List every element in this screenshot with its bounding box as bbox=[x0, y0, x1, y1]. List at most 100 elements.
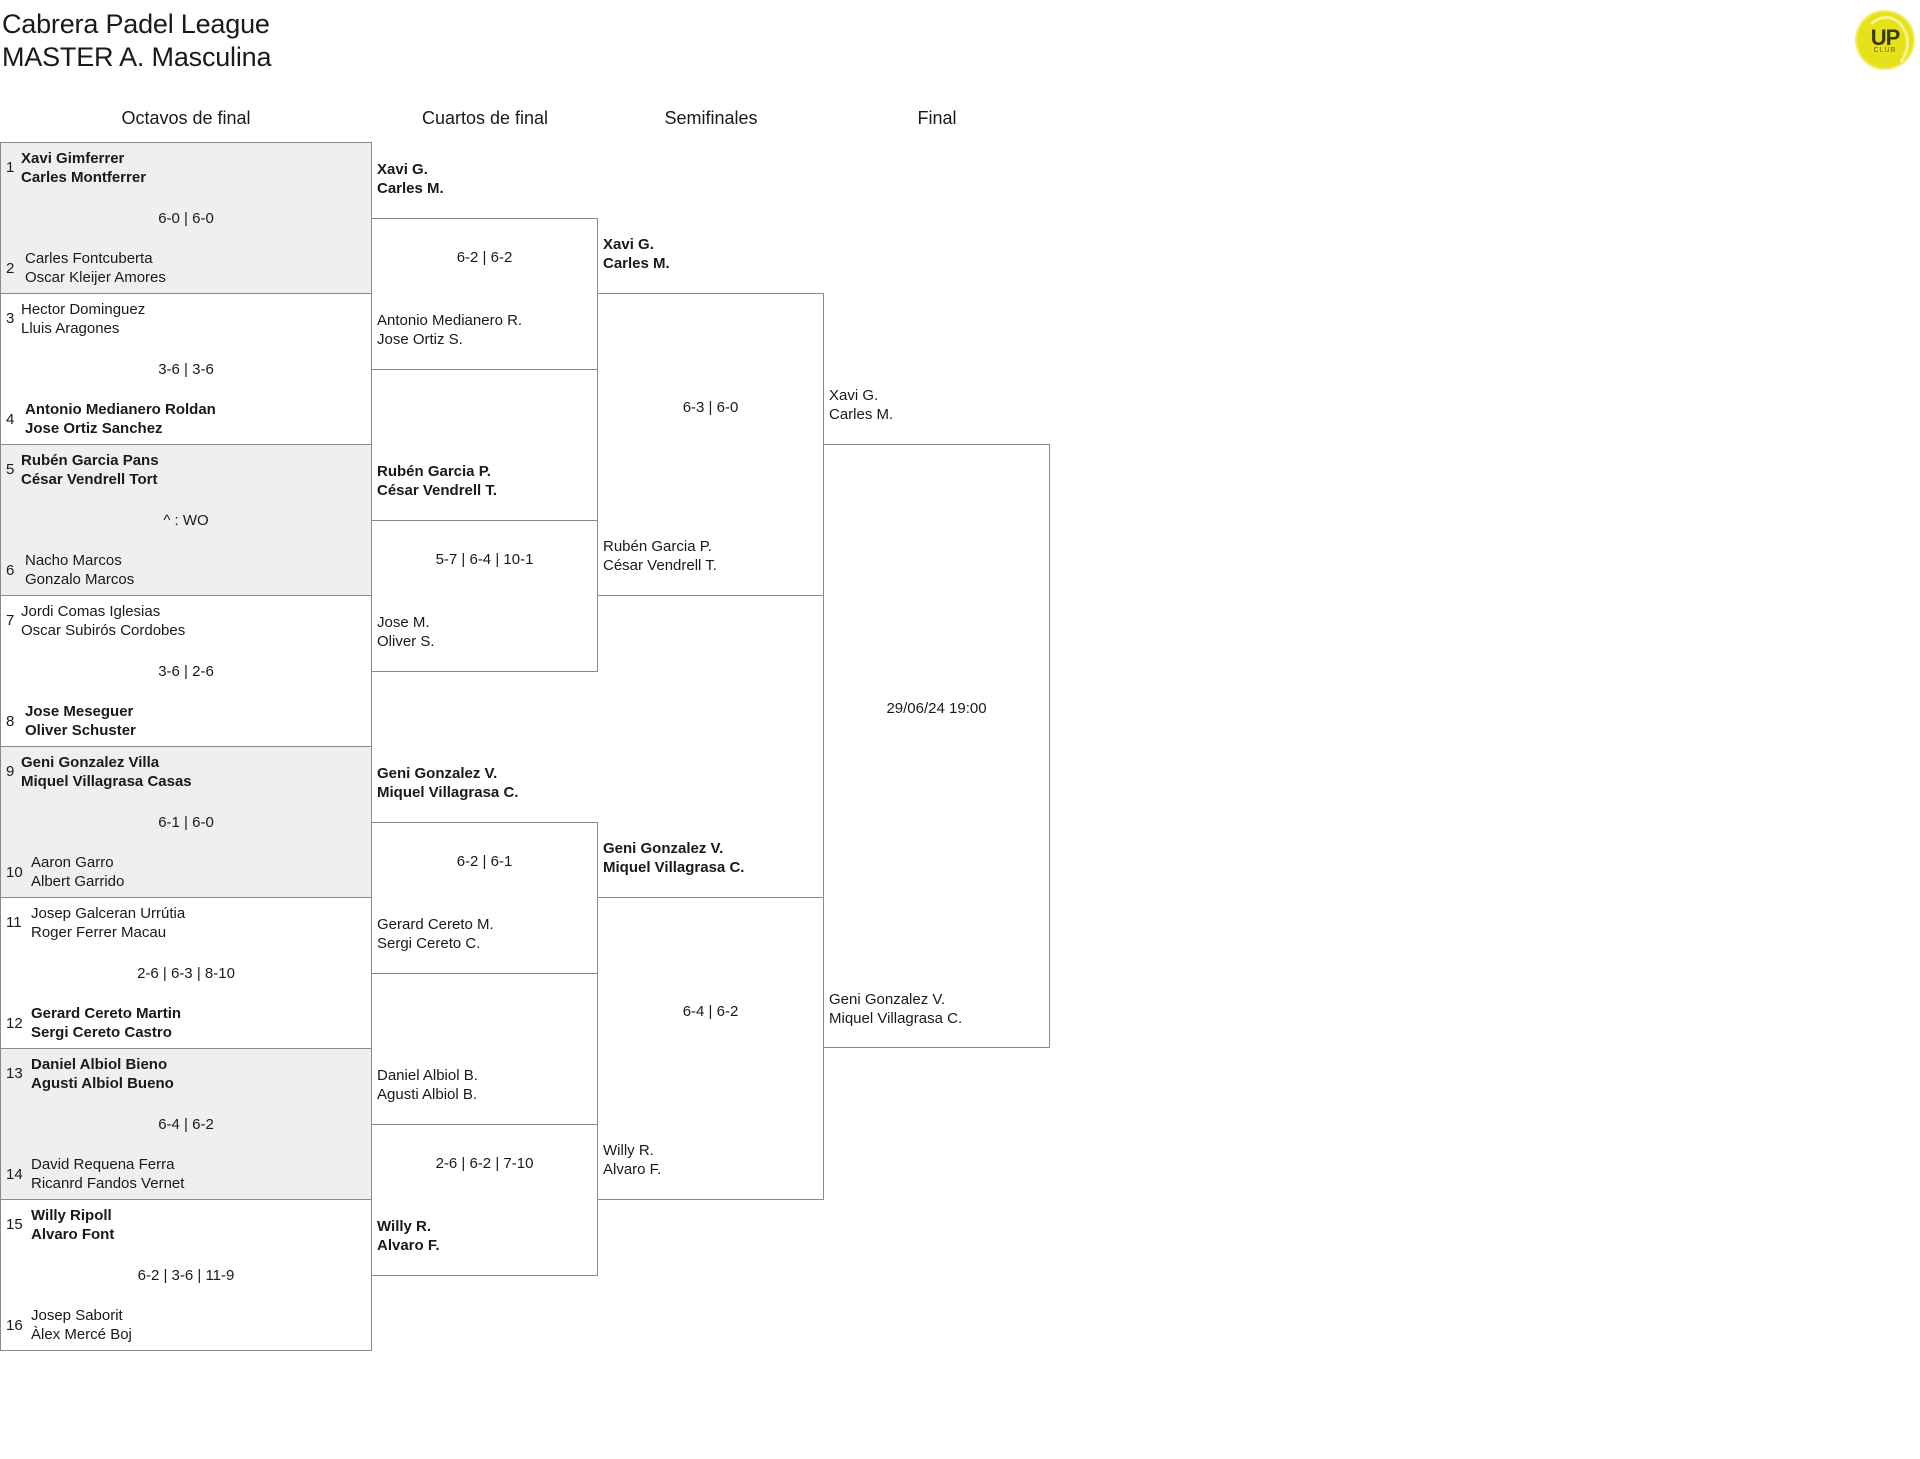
player-name: Willy R. bbox=[603, 1142, 654, 1159]
seed-number: 8 bbox=[6, 713, 15, 730]
player-name: Miquel Villagrasa C. bbox=[377, 784, 519, 801]
player-name: Miquel Villagrasa C. bbox=[603, 859, 745, 876]
player-name: Gerard Cereto Martin bbox=[31, 1005, 182, 1022]
player-name: Xavi G. bbox=[603, 236, 654, 253]
sf-team-a: Xavi G.Carles M. bbox=[603, 235, 670, 273]
round-header-sf: Semifinales bbox=[664, 108, 758, 128]
player-name: Alvaro F. bbox=[377, 1237, 440, 1254]
round-header-r16: Octavos de final bbox=[121, 108, 251, 128]
seed-number: 4 bbox=[6, 411, 15, 428]
qf-team-a: Rubén Garcia P.César Vendrell T. bbox=[377, 462, 497, 500]
match-score: 6-1 | 6-0 bbox=[158, 814, 214, 831]
match-score: 6-4 | 6-2 bbox=[682, 1003, 739, 1020]
player-name: Jordi Comas Iglesias bbox=[21, 603, 161, 620]
final-team-b: Geni Gonzalez V. Miquel Villagrasa C. bbox=[829, 990, 962, 1028]
logo-subtext: CLUB bbox=[1873, 47, 1897, 54]
player-name: Agusti Albiol B. bbox=[377, 1086, 478, 1103]
match-score: 3-6 | 3-6 bbox=[158, 361, 214, 378]
player-name: Oliver Schuster bbox=[25, 722, 136, 739]
final-match[interactable]: 29/06/24 19:00 bbox=[823, 444, 1050, 1048]
seed-number: 11 bbox=[6, 914, 22, 931]
qf-team-b: Jose M.Oliver S. bbox=[377, 613, 435, 651]
sf-team-b: Rubén Garcia P. César Vendrell T. bbox=[603, 537, 717, 575]
player-name: Rubén Garcia P. bbox=[603, 538, 712, 555]
player-name: Alvaro Font bbox=[31, 1226, 115, 1243]
player-name: Antonio Medianero Roldan bbox=[25, 401, 216, 418]
logo-swirl-icon bbox=[1863, 16, 1909, 70]
qf-match[interactable]: 2-6 | 6-2 | 7-10 bbox=[371, 1124, 598, 1276]
player-name: Sergi Cereto Castro bbox=[31, 1024, 172, 1041]
player-name: Willy Ripoll bbox=[31, 1207, 112, 1224]
player-name: Albert Garrido bbox=[31, 873, 125, 890]
seed-number: 13 bbox=[6, 1065, 23, 1082]
player-name: Josep Galceran Urrútia bbox=[31, 905, 186, 922]
player-name: Jose Ortiz S. bbox=[377, 331, 463, 348]
match-score: 2-6 | 6-3 | 8-10 bbox=[137, 965, 235, 982]
player-name: Xavi G. bbox=[377, 161, 428, 178]
match-score: 6-2 | 6-2 bbox=[456, 249, 513, 266]
player-name: Antonio Medianero R. bbox=[377, 312, 523, 329]
player-name: Jose Meseguer bbox=[25, 703, 134, 720]
logo-text: UP bbox=[1870, 25, 1901, 50]
seed-number: 5 bbox=[6, 461, 15, 478]
sf-match[interactable]: 6-4 | 6-2 bbox=[597, 897, 824, 1200]
player-name: Geni Gonzalez V. bbox=[829, 991, 946, 1008]
round-header-qf: Cuartos de final bbox=[421, 108, 549, 128]
player-name: Miquel Villagrasa Casas bbox=[21, 773, 192, 790]
player-name: Jose Ortiz Sanchez bbox=[25, 420, 163, 437]
player-name: Willy R. bbox=[377, 1218, 432, 1235]
player-name: Xavi G. bbox=[829, 387, 879, 404]
player-name: Oscar Subirós Cordobes bbox=[21, 622, 186, 639]
player-name: Rubén Garcia P. bbox=[377, 463, 491, 480]
seed-number: 3 bbox=[6, 310, 15, 327]
player-name: Daniel Albiol B. bbox=[377, 1067, 478, 1084]
player-name: Geni Gonzalez V. bbox=[377, 765, 498, 782]
player-name: Xavi Gimferrer bbox=[21, 150, 125, 167]
player-name: Àlex Mercé Boj bbox=[31, 1326, 132, 1343]
player-name: Miquel Villagrasa C. bbox=[829, 1010, 963, 1027]
match-score: 3-6 | 2-6 bbox=[158, 663, 214, 680]
qf-team-a: Geni Gonzalez V. Miquel Villagrasa C. bbox=[377, 764, 518, 802]
player-name: Hector Dominguez bbox=[21, 301, 146, 318]
player-name: Gerard Cereto M. bbox=[377, 916, 494, 933]
player-name: Lluis Aragones bbox=[21, 320, 120, 337]
player-name: Carles M. bbox=[377, 180, 444, 197]
player-name: Daniel Albiol Bieno bbox=[31, 1056, 168, 1073]
player-name: Aaron Garro bbox=[31, 854, 114, 871]
qf-team-b: Antonio Medianero R. Jose Ortiz S. bbox=[377, 311, 522, 349]
player-name: Geni Gonzalez Villa bbox=[21, 754, 160, 771]
match-score: 5-7 | 6-4 | 10-1 bbox=[435, 551, 534, 568]
player-name: Alvaro F. bbox=[603, 1161, 662, 1178]
seed-number: 2 bbox=[6, 260, 15, 277]
player-name: Geni Gonzalez V. bbox=[603, 840, 724, 857]
sf-team-a: Geni Gonzalez V. Miquel Villagrasa C. bbox=[603, 839, 744, 877]
player-name: Agusti Albiol Bueno bbox=[31, 1075, 174, 1092]
player-name: Carles M. bbox=[829, 406, 894, 423]
seed-number: 16 bbox=[6, 1317, 23, 1334]
player-name: Josep Saborit bbox=[31, 1307, 123, 1324]
player-name: César Vendrell T. bbox=[603, 557, 717, 574]
qf-match[interactable]: 5-7 | 6-4 | 10-1 bbox=[371, 520, 598, 672]
page-subtitle: MASTER A. Masculina bbox=[2, 42, 272, 72]
